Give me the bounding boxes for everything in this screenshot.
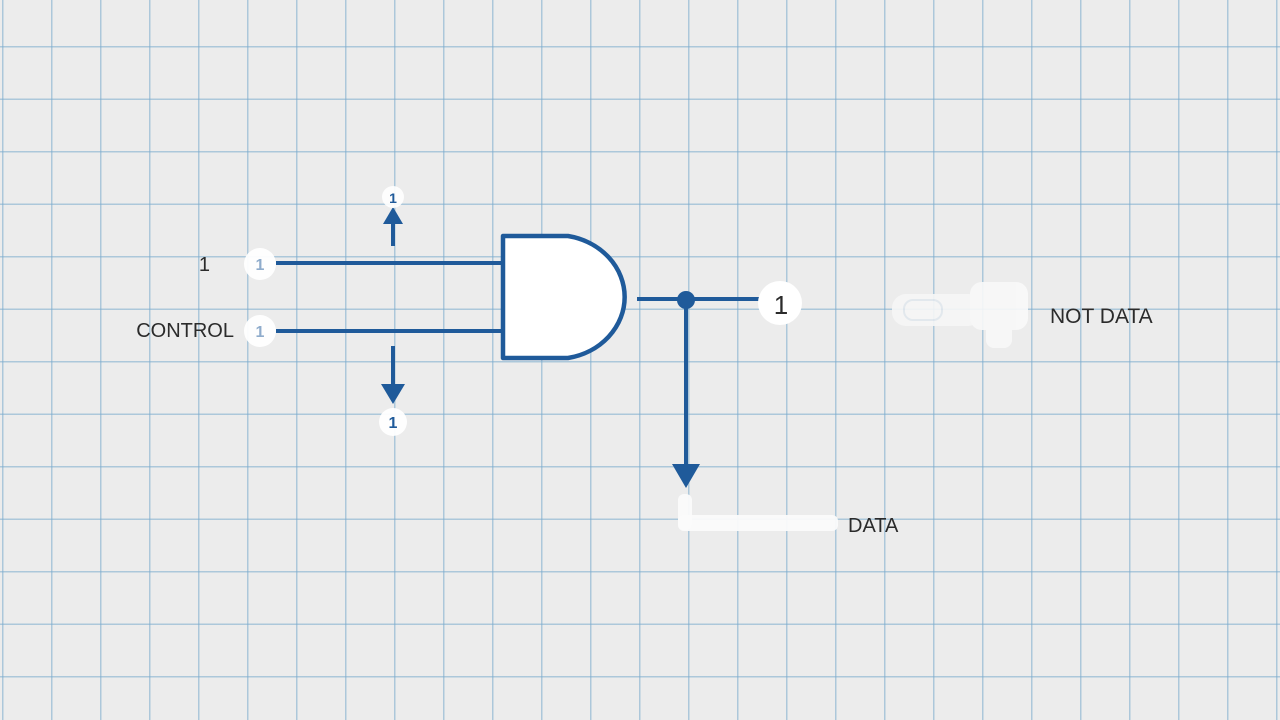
input-b-label: CONTROL xyxy=(136,320,234,342)
input-b-pin-text: 1 xyxy=(256,324,265,341)
input-a-label: 1 xyxy=(199,254,210,276)
output-value: 1 xyxy=(774,290,788,320)
lower-arrow-pin xyxy=(379,408,407,436)
input-b-pin[interactable] xyxy=(244,315,276,347)
faded-not-gate xyxy=(892,282,1028,348)
arrow-down-icon xyxy=(381,384,405,404)
upper-arrow-pin-text: 1 xyxy=(389,190,397,206)
upper-arrow-pin xyxy=(382,186,404,208)
and-gate-icon xyxy=(500,233,627,361)
output-node[interactable] xyxy=(758,281,802,325)
input-a-pin-text: 1 xyxy=(256,257,265,274)
not-data-label: NOT DATA xyxy=(1050,305,1153,328)
arrow-up-icon xyxy=(383,207,403,224)
arrow-down-icon xyxy=(672,464,700,488)
input-a-pin[interactable] xyxy=(244,248,276,280)
data-label: DATA xyxy=(848,515,899,537)
data-line xyxy=(678,515,838,531)
lower-arrow-pin-text: 1 xyxy=(389,415,398,432)
data-line-stub xyxy=(678,494,692,530)
